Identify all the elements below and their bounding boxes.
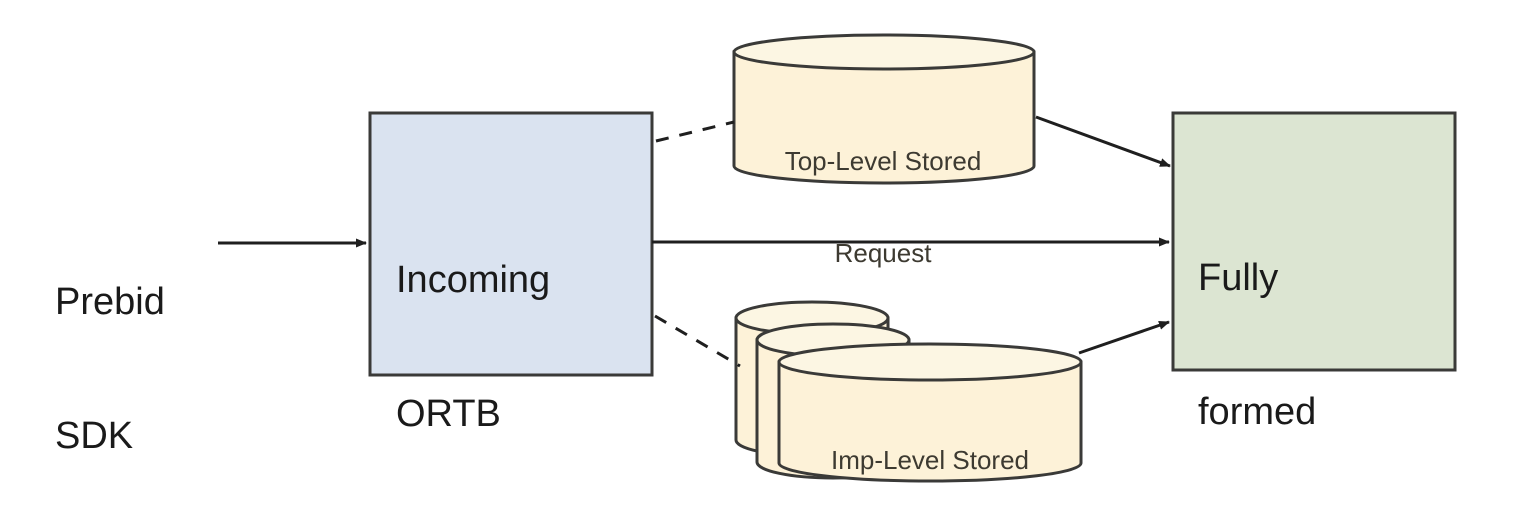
incoming-label-line2: ORTB bbox=[396, 393, 501, 436]
prebid-sdk-label-line1: Prebid bbox=[55, 280, 165, 323]
incoming-ortb-skeleton-label: Incoming ORTB skeleton bbox=[396, 168, 550, 514]
incoming-ortb-skeleton-box bbox=[368, 111, 654, 377]
prebid-sdk-label-line2: SDK bbox=[55, 415, 134, 458]
imp-level-stored-requests-label: Imp-Level Stored Requests bbox=[779, 384, 1081, 514]
fully-formed-ortb-label: Fully formed ORTB bbox=[1198, 166, 1316, 514]
incoming-label-line1: Incoming bbox=[396, 258, 551, 301]
imp-level-label-line1: Imp-Level Stored bbox=[831, 445, 1029, 476]
top-level-stored-request-cylinder bbox=[732, 33, 1036, 185]
prebid-sdk-label: Prebid SDK bbox=[55, 190, 165, 514]
edge-incoming-to-imp-level bbox=[654, 314, 741, 368]
fully-formed-label-line1: Fully bbox=[1198, 256, 1279, 299]
edge-imp-level-to-output bbox=[1078, 320, 1170, 355]
edge-top-level-to-output bbox=[1035, 115, 1171, 168]
edge-incoming-to-top-level bbox=[655, 120, 735, 143]
imp-level-stored-requests-cylinder-front bbox=[777, 342, 1083, 483]
fully-formed-ortb-box bbox=[1171, 111, 1457, 372]
top-level-label-line1: Top-Level Stored bbox=[784, 146, 982, 177]
fully-formed-label-line2: formed bbox=[1198, 391, 1317, 434]
top-level-label-line2: Request bbox=[834, 238, 932, 269]
top-level-stored-request-label: Top-Level Stored Request bbox=[733, 85, 1033, 330]
